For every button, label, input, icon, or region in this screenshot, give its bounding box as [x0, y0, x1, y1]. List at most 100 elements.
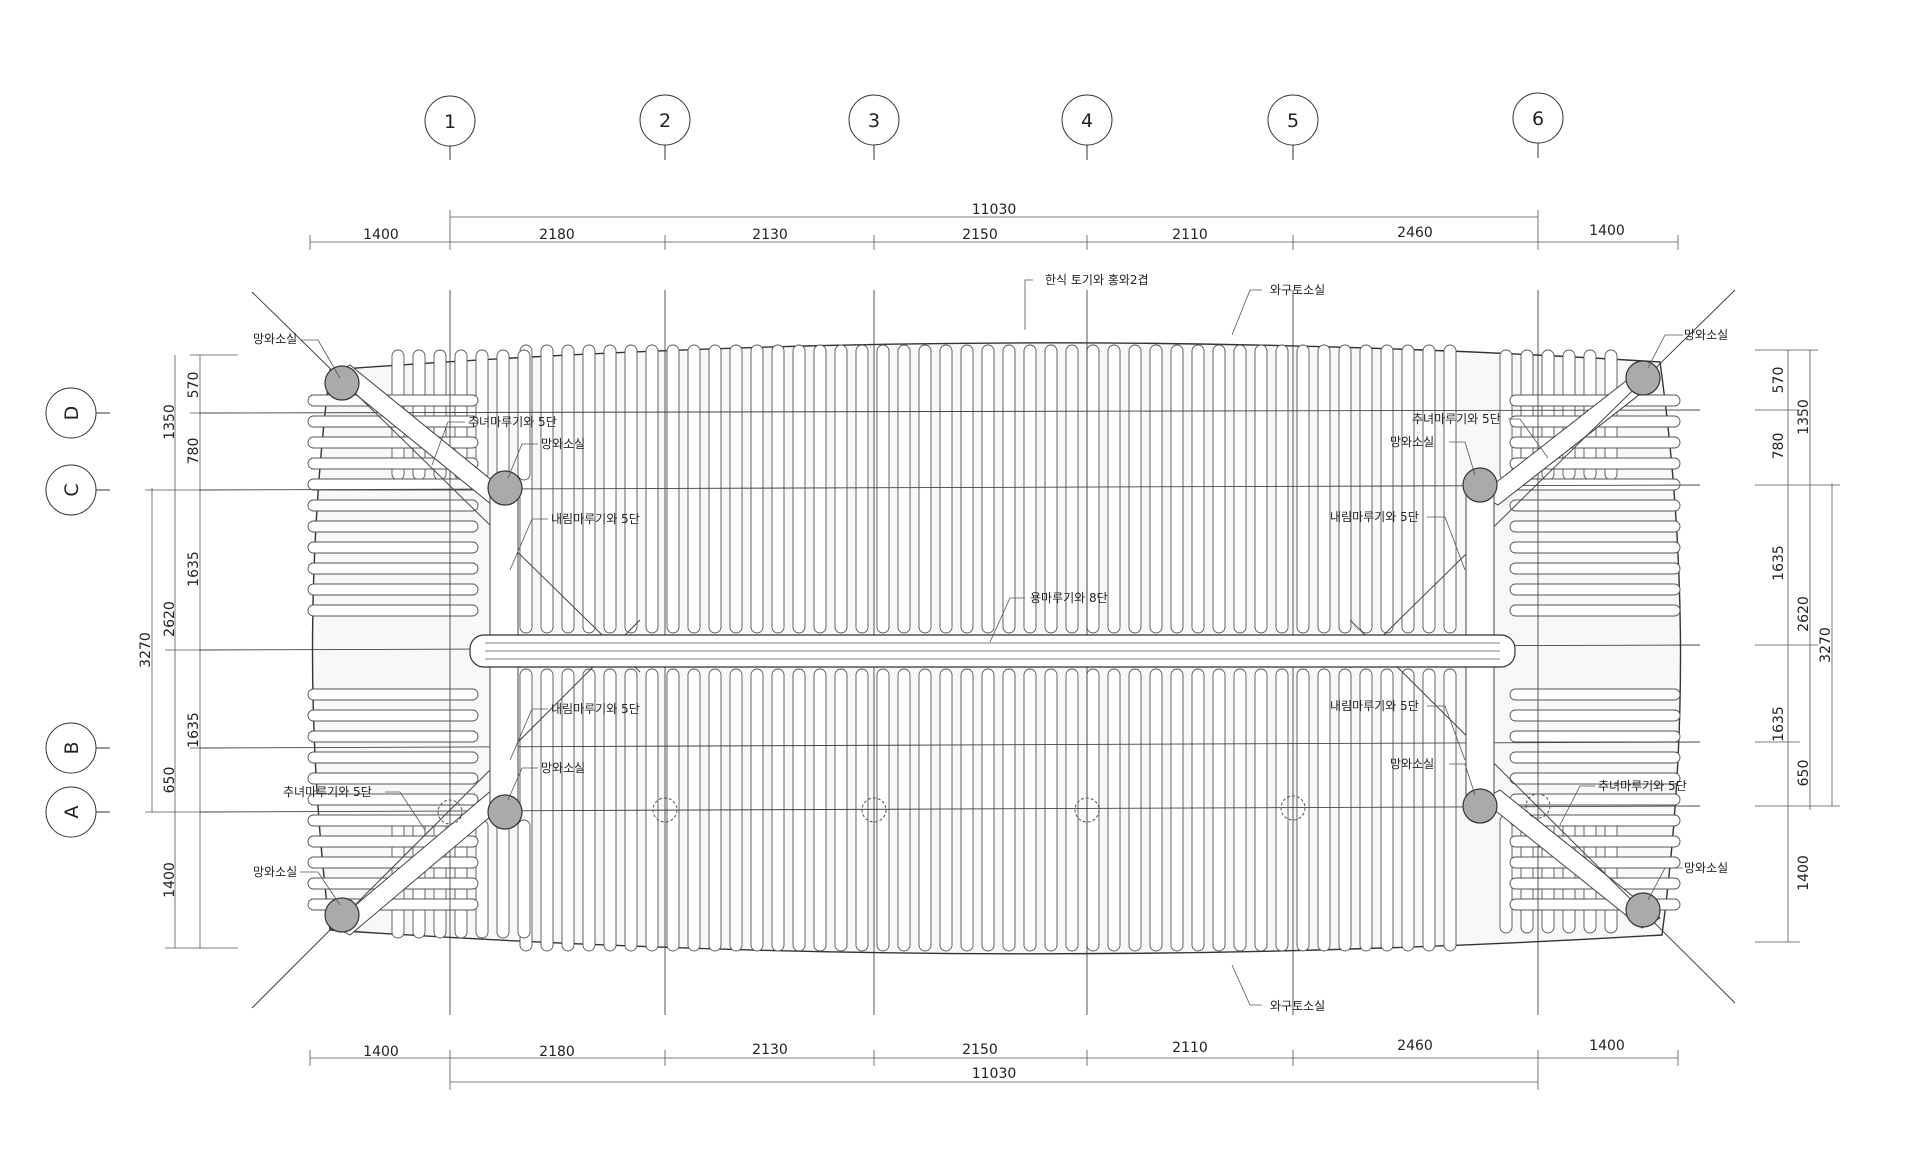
dim-bottom-seg: 2180: [539, 1044, 575, 1060]
label-tile-mortar-top: 와구토소실: [1270, 283, 1325, 297]
grid-bubble-B: B: [45, 722, 110, 774]
roof-tile-row: [897, 344, 911, 634]
roof-tile-row: [1296, 668, 1310, 952]
dim-left-outer: 3270: [138, 632, 154, 668]
roof-tile-row: [1509, 520, 1681, 533]
svg-text:2: 2: [659, 110, 671, 132]
dim-right-inner: 780: [1771, 433, 1787, 460]
grid-bubble-3: 3: [848, 94, 900, 160]
grid-bubble-C: C: [45, 464, 110, 516]
roof-tile-row: [1065, 668, 1079, 952]
roof-tile-row: [1044, 344, 1058, 634]
svg-text:5: 5: [1287, 110, 1299, 132]
roof-tile-row: [1509, 604, 1681, 617]
label-tr-hip: 추녀마루기와 5단: [1412, 412, 1501, 426]
label-br-hip: 추녀마루기와 5단: [1598, 779, 1687, 793]
roof-tile-row: [307, 457, 479, 470]
roof-tile-row: [307, 562, 479, 575]
roof-tile-row: [1443, 668, 1457, 952]
roof-tile-row: [1065, 344, 1079, 634]
dim-bottom-seg: 1400: [363, 1044, 399, 1060]
label-br-descend: 내림마루기와 5단: [1330, 699, 1419, 713]
roof-tile-row: [307, 793, 479, 806]
roof-tile-row: [1023, 668, 1037, 952]
roof-tile-row: [1562, 814, 1576, 934]
roof-tile-row: [1338, 344, 1352, 634]
roof-tile-row: [307, 499, 479, 512]
roof-tile-row: [561, 668, 575, 952]
svg-text:6: 6: [1532, 108, 1544, 130]
dim-right-inner: 1635: [1771, 706, 1787, 742]
roof-tile-row: [1509, 793, 1681, 806]
roof-tile-row: [1604, 814, 1618, 934]
dim-right-inner: 1635: [1771, 545, 1787, 581]
dim-left-inner: 1635: [186, 551, 202, 587]
left-dimension-chains: 570 780 1635 1635 1350 2620 650 1400 327…: [138, 354, 238, 949]
svg-text:4: 4: [1081, 110, 1093, 132]
roof-tile-row: [666, 344, 680, 634]
roof-tile-row: [1509, 688, 1681, 701]
hip-ridges: [251, 289, 1736, 1009]
annotation-labels: 한식 토기와 홍와2겹 와구토소실 와구토소실 용마루기와 8단 망와소실 추녀…: [253, 273, 1728, 1013]
dim-top-seg: 2130: [752, 227, 788, 243]
roof-tile-row: [1401, 344, 1415, 634]
label-roof-tile: 한식 토기와 홍와2겹: [1045, 273, 1149, 287]
roof-tile-row: [1422, 668, 1436, 952]
roof-tile-row: [1499, 349, 1513, 481]
roof-tile-row: [1233, 344, 1247, 634]
svg-text:3: 3: [868, 110, 880, 132]
roof-tile-row: [475, 819, 489, 939]
roof-tile-row: [1191, 344, 1205, 634]
dim-right-inner: 650: [1796, 760, 1812, 787]
roof-tile-row: [1509, 499, 1681, 512]
roof-tile-row: [1044, 668, 1058, 952]
roof-tile-row: [1107, 668, 1121, 952]
grid-bubble-D: D: [45, 387, 110, 439]
roof-tile-row: [1338, 668, 1352, 952]
roof-tile-row: [855, 344, 869, 634]
roof-tile-row: [1359, 344, 1373, 634]
svg-text:A: A: [61, 806, 83, 819]
dim-top-seg: 2150: [962, 227, 998, 243]
dim-bottom-total: 11030: [972, 1066, 1017, 1082]
label-br-post: 망와소실: [1390, 757, 1434, 771]
roof-tile-row: [1233, 668, 1247, 952]
dim-right-inner: 1400: [1796, 855, 1812, 891]
roof-tile-row: [1509, 751, 1681, 764]
roof-tile-row: [687, 344, 701, 634]
roof-tile-row: [1317, 344, 1331, 634]
dim-left-mid: 1400: [162, 862, 178, 898]
roof-tile-row: [1509, 562, 1681, 575]
label-br-corner: 망와소실: [1684, 861, 1728, 875]
roof-tile-row: [307, 583, 479, 596]
roof-tile-row: [981, 668, 995, 952]
dim-top-seg: 2460: [1397, 225, 1433, 241]
row-grid-bubbles: D C B A: [45, 387, 110, 838]
roof-tile-row: [1509, 709, 1681, 722]
roof-tile-row: [1499, 814, 1513, 934]
roof-tile-row: [1443, 344, 1457, 634]
dim-bottom-seg: 2130: [752, 1042, 788, 1058]
roof-tile-row: [517, 819, 531, 939]
leader-lines: [300, 279, 1683, 1006]
roof-tile-row: [1509, 478, 1681, 491]
roof-tile-row: [1002, 344, 1016, 634]
roof-tile-row: [1191, 668, 1205, 952]
roof-tile-row: [307, 688, 479, 701]
dim-left-inner: 780: [186, 438, 202, 465]
roof-tile-row: [834, 344, 848, 634]
roof-tile-row: [771, 344, 785, 634]
roof-tile-row: [1212, 668, 1226, 952]
dim-bottom-seg: 2150: [962, 1042, 998, 1058]
dim-bottom-seg: 2460: [1397, 1038, 1433, 1054]
roof-tile-row: [1380, 344, 1394, 634]
label-bl-descend: 내림마루기와 5단: [551, 702, 640, 716]
grid-bubble-2: 2: [639, 94, 691, 160]
label-bl-post: 망와소실: [541, 761, 585, 775]
label-tl-post: 망와소실: [541, 437, 585, 451]
label-bl-hip: 추녀마루기와 5단: [283, 785, 372, 799]
grid-bubble-5: 5: [1267, 94, 1319, 160]
main-ridge: [469, 634, 1516, 668]
roof-tile-row: [813, 668, 827, 952]
roof-tile-row: [1254, 668, 1268, 952]
